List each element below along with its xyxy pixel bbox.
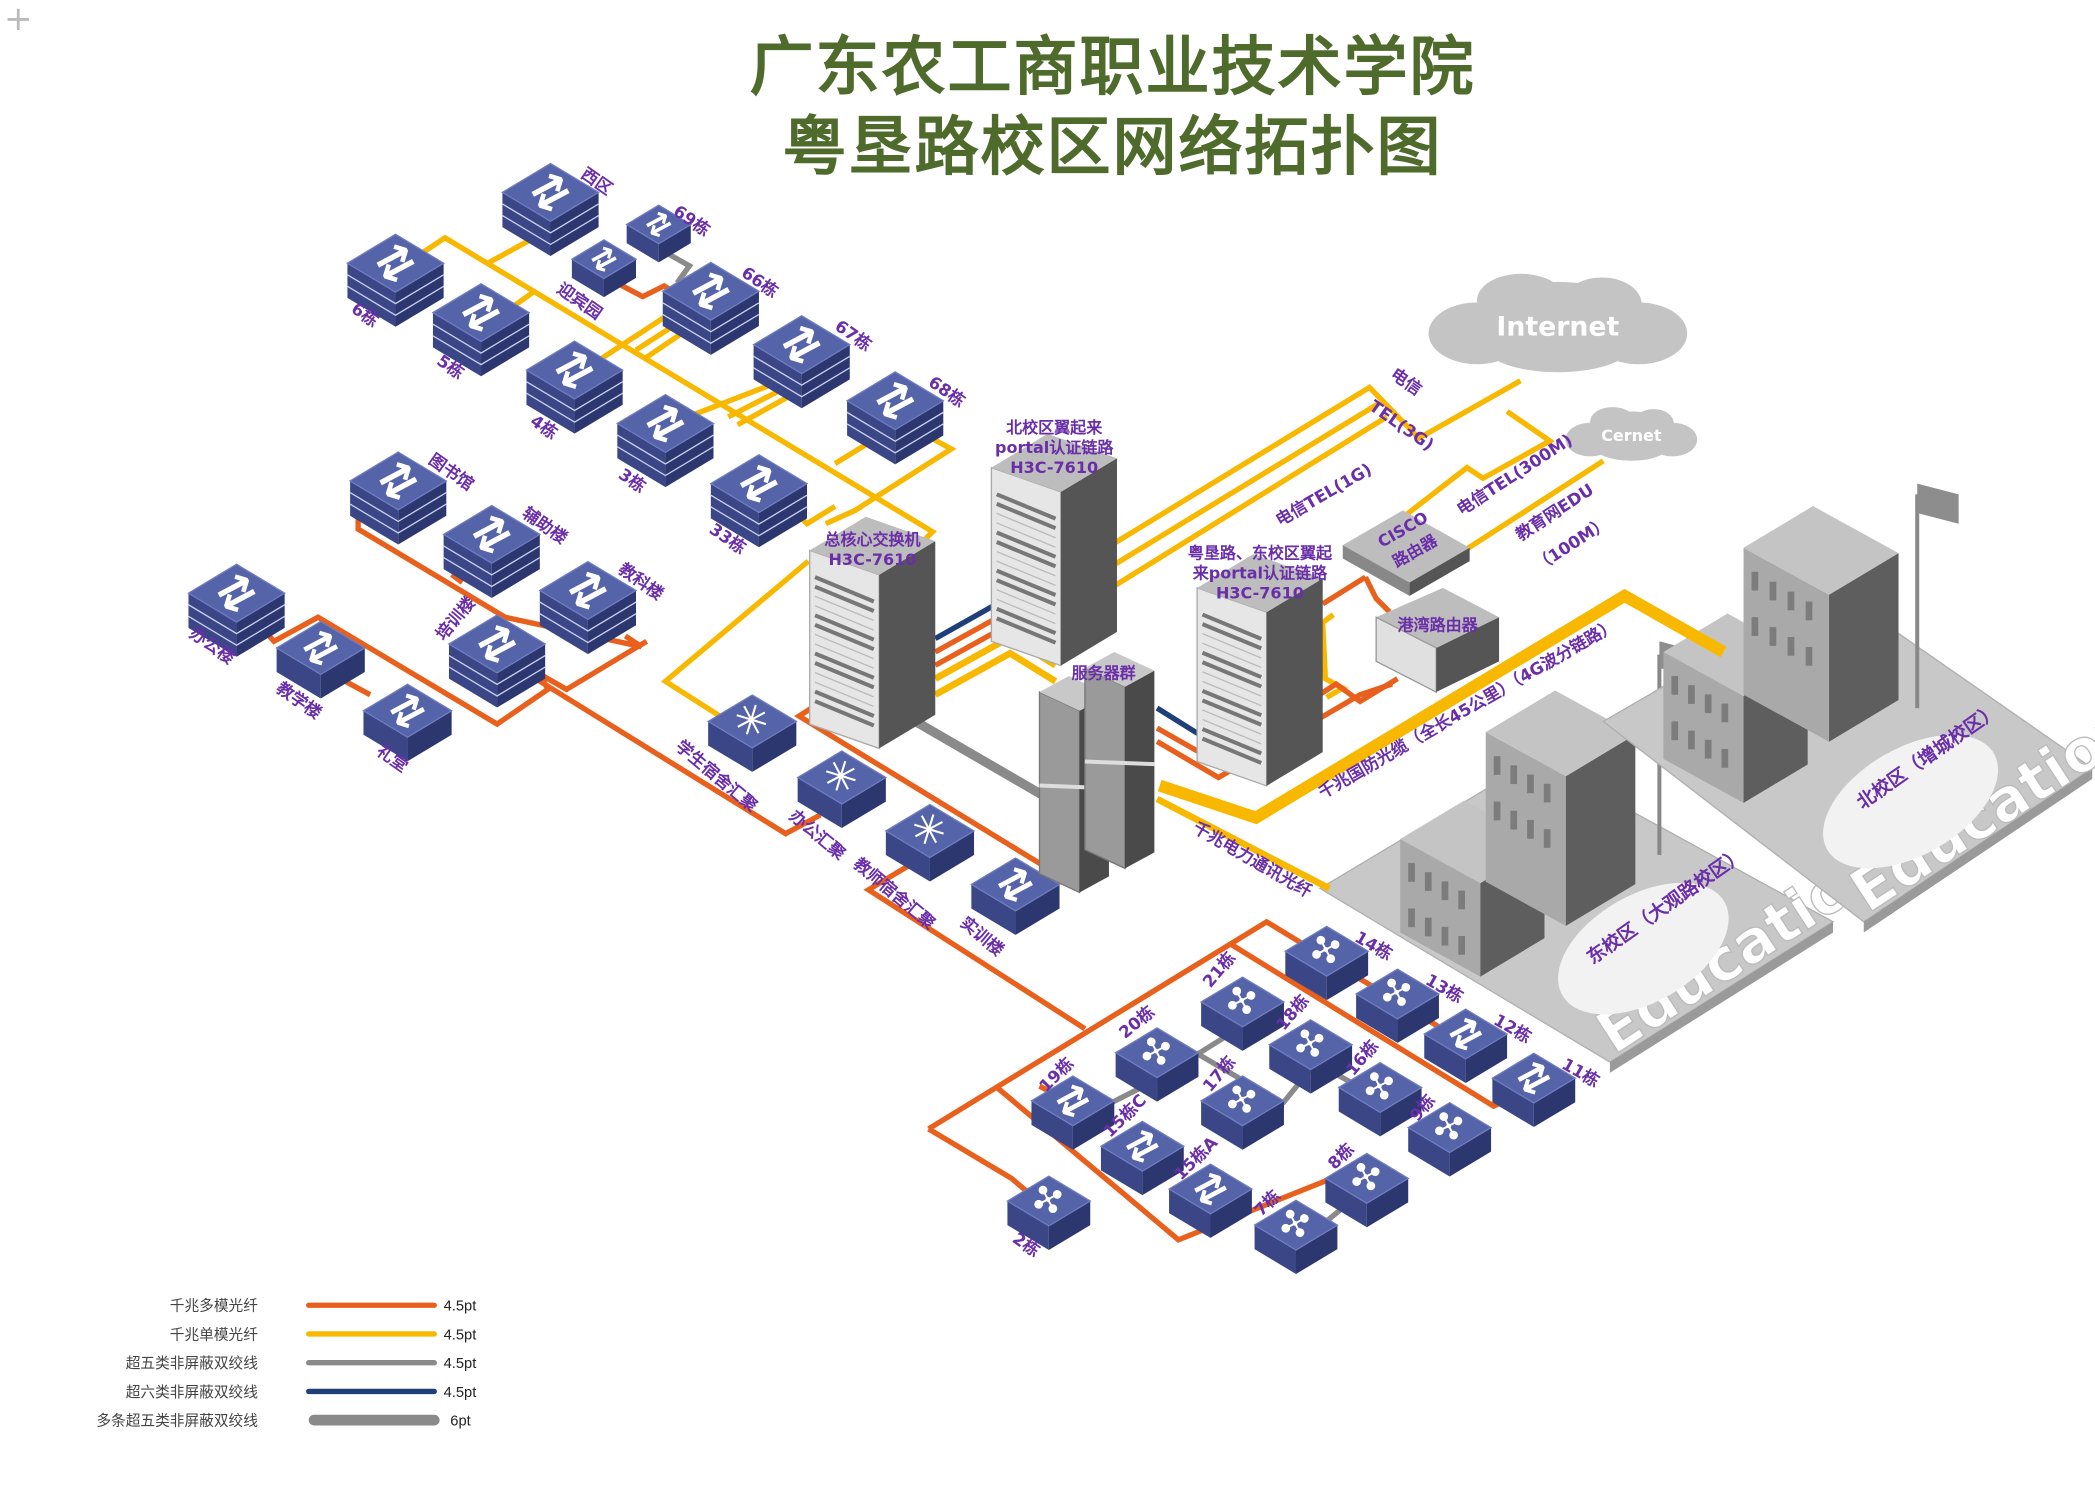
network-device[interactable]: ✣ — [1284, 923, 1370, 1001]
cernet-cloud-label: Cernet — [1601, 426, 1662, 445]
east-campus-rack[interactable] — [1196, 554, 1323, 787]
legend-width: 4.5pt — [444, 1299, 477, 1315]
device-label: H3C-7610 — [1216, 584, 1304, 603]
device-label: 北校区翼起来 — [1006, 418, 1103, 437]
device-label: H3C-7610 — [1010, 458, 1098, 477]
cisco-router[interactable] — [1342, 510, 1470, 596]
legend-item: 千兆多模光纤 4.5pt — [170, 1298, 477, 1315]
network-link — [1157, 588, 1727, 825]
page-title: 广东农工商职业技术学院 粤垦路校区网络拓扑图 — [0, 28, 2095, 188]
device-label: 粤垦路、东校区翼起 — [1188, 543, 1333, 562]
network-link — [660, 559, 811, 724]
network-device[interactable]: ⇄ — [538, 557, 638, 655]
legend-item: 多条超五类非屏蔽双绞线 6pt — [96, 1412, 470, 1429]
gangwan-router[interactable] — [1375, 587, 1500, 694]
title-line-1: 广东农工商职业技术学院 — [749, 31, 1476, 105]
legend-width: 4.5pt — [444, 1327, 477, 1343]
cernet-cloud: Cernet — [1565, 407, 1698, 461]
network-device[interactable]: ⇄ — [348, 448, 448, 545]
network-link — [906, 713, 1045, 799]
network-device[interactable]: ✣ — [1267, 1016, 1354, 1094]
device-label: portal认证链路 — [995, 438, 1114, 457]
network-link — [1387, 409, 1555, 530]
network-link — [1114, 378, 1522, 545]
device-label: 来portal认证链路 — [1192, 563, 1328, 582]
device-label: 服务器群 — [1072, 664, 1136, 683]
legend-label: 超六类非屏蔽双绞线 — [126, 1384, 259, 1401]
crosshair-icon: + — [4, 0, 33, 39]
server-cluster[interactable] — [1038, 651, 1155, 894]
network-link — [415, 234, 937, 545]
legend-item: 超六类非屏蔽双绞线 4.5pt — [126, 1384, 477, 1401]
network-link — [1454, 458, 1605, 559]
network-link — [1114, 401, 1381, 567]
legend-label: 多条超五类非屏蔽双绞线 — [96, 1412, 258, 1429]
network-device[interactable]: ⇄ — [616, 390, 715, 488]
legend-label: 千兆单模光纤 — [170, 1326, 258, 1343]
legend-item: 千兆单模光纤 4.5pt — [170, 1326, 477, 1343]
legend-item: 超五类非屏蔽双绞线 4.5pt — [126, 1355, 477, 1372]
legend-label: 超五类非屏蔽双绞线 — [126, 1355, 259, 1372]
flag-icon — [1917, 483, 1959, 524]
network-link — [863, 855, 1087, 1031]
network-link — [927, 1126, 1031, 1196]
network-link — [517, 665, 822, 837]
internet-cloud-label: Internet — [1496, 311, 1619, 342]
device-label: 港湾路由器 — [1398, 616, 1479, 635]
network-link — [933, 649, 1058, 698]
east-campus-building-2 — [1485, 690, 1636, 926]
legend-width: 4.5pt — [444, 1385, 477, 1401]
network-device[interactable]: ⇄ — [625, 203, 693, 263]
network-link — [1321, 574, 1367, 607]
device-layer: ⇄⇄⇄⇄⇄⇄⇄⇄⇄⇄⇄⇄⇄⇄⇄⇄⇄⇄✳✳✳⇄✣✣⇄⇄✣✣✣✣✣✣⇄⇄⇄✣✣✣In… — [187, 159, 1698, 1274]
network-link — [259, 614, 552, 728]
link-label-tel-3g: 电信 — [1387, 364, 1426, 400]
network-link — [450, 572, 464, 585]
network-link — [1363, 575, 1392, 614]
north-campus-rack[interactable] — [990, 433, 1117, 667]
network-device[interactable]: ✳ — [706, 690, 798, 772]
network-link — [1155, 795, 1331, 892]
network-device[interactable]: ✣ — [1006, 1173, 1092, 1250]
internet-cloud: Internet — [1428, 273, 1688, 373]
network-device[interactable]: ⇄ — [1422, 1006, 1509, 1083]
network-device[interactable]: ✣ — [1199, 973, 1286, 1051]
network-device[interactable]: ⇄ — [1099, 1118, 1186, 1196]
network-link — [1155, 676, 1399, 765]
legend-width: 4.5pt — [444, 1356, 477, 1372]
network-device[interactable]: ⇄ — [709, 450, 809, 548]
device-label: H3C-7610 — [829, 550, 917, 569]
legend-width: 6pt — [450, 1413, 470, 1429]
link-label-power-fiber: 千兆电力通讯光纤 — [1190, 817, 1316, 901]
core-switch-rack[interactable] — [809, 516, 936, 750]
network-link — [1114, 414, 1389, 588]
title-line-2: 粤垦路校区网络拓扑图 — [782, 111, 1443, 185]
network-link — [1319, 612, 1349, 700]
legend-label: 千兆多模光纤 — [170, 1298, 258, 1315]
network-link — [355, 518, 643, 650]
link-label-tel-1g: 电信TEL(1G) — [1272, 459, 1375, 530]
device-label: 总核心交换机 — [824, 530, 920, 549]
north-campus-building-2 — [1743, 506, 1899, 742]
